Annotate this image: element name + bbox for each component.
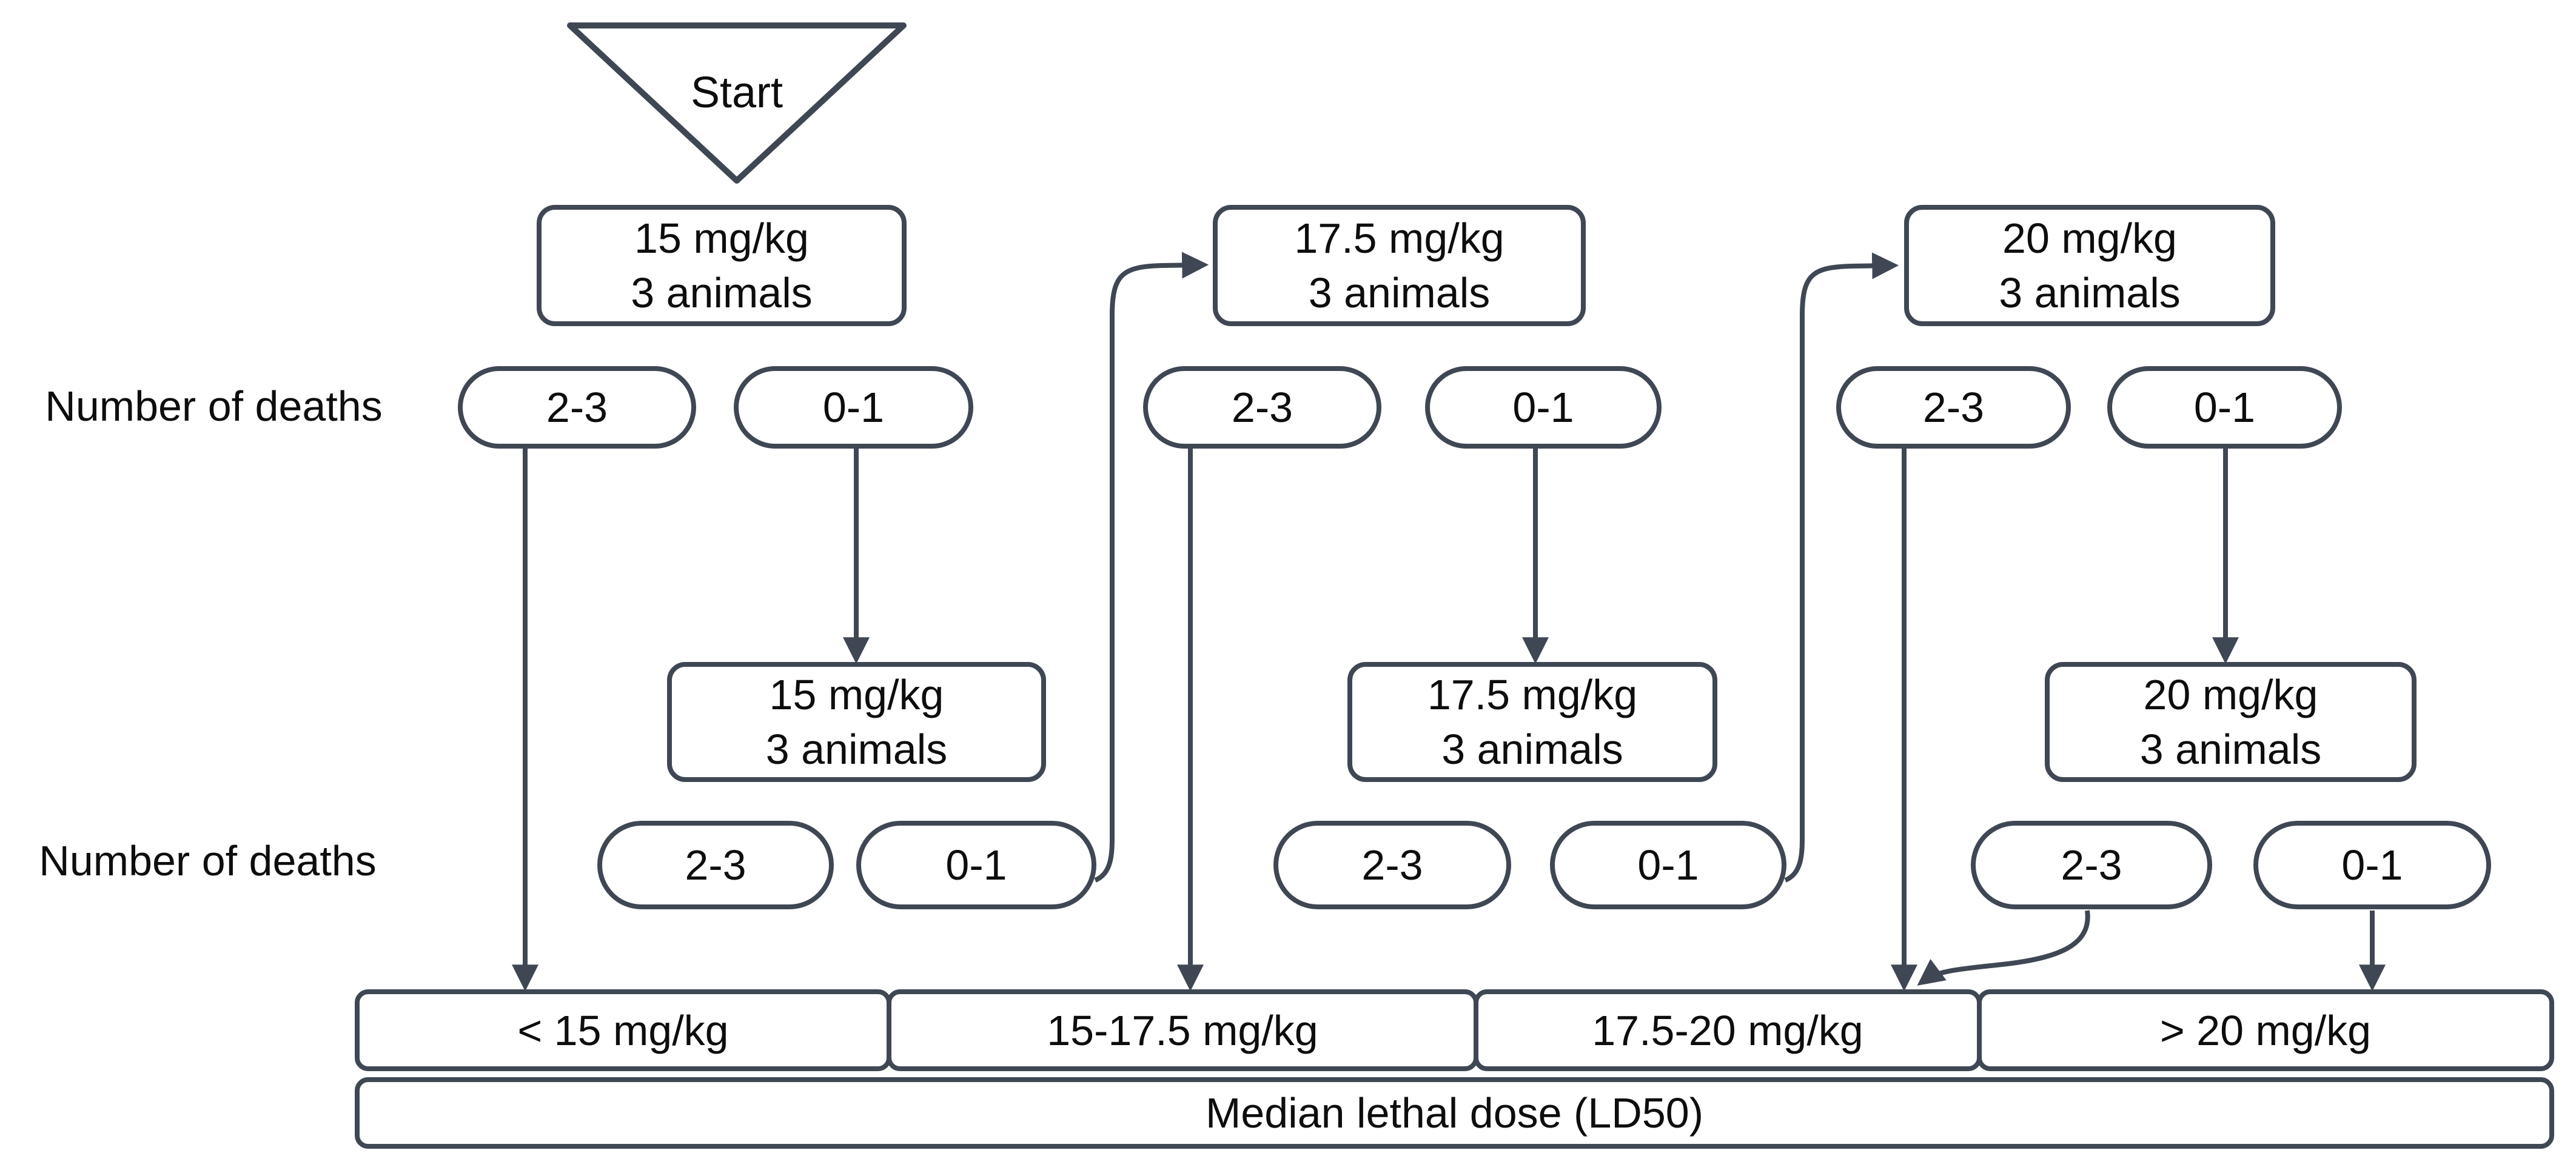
arrow-retest15-deaths01-to-initial175	[1094, 252, 1209, 883]
arrow-retest175-deaths01-to-initial20	[1784, 252, 1899, 883]
range-box-lt15: < 15 mg/kg	[355, 989, 891, 1071]
deaths-pill: 2-3	[1971, 821, 2212, 909]
start-label: Start	[690, 68, 783, 117]
dose-box-15-initial: 15 mg/kg 3 animals	[537, 205, 907, 326]
deaths-pill: 2-3	[458, 366, 696, 449]
subjects-text: 3 animals	[1999, 269, 2181, 316]
dose-text: 17.5 mg/kg	[1427, 671, 1638, 718]
deaths-pill: 0-1	[2107, 366, 2342, 449]
deaths-pill: 0-1	[734, 366, 973, 449]
row2-deaths-label: Number of deaths	[39, 837, 377, 884]
subjects-text: 3 animals	[765, 726, 948, 773]
dose-box-20-retest: 20 mg/kg 3 animals	[2045, 662, 2417, 782]
deaths-pill: 2-3	[1836, 366, 2071, 449]
start-triangle-icon	[567, 22, 907, 184]
subjects-text: 3 animals	[2139, 726, 2322, 773]
dose-text: 17.5 mg/kg	[1294, 215, 1504, 262]
deaths-pill: 2-3	[1273, 821, 1511, 909]
dose-box-15-retest: 15 mg/kg 3 animals	[667, 662, 1046, 782]
dose-text: 15 mg/kg	[634, 215, 809, 262]
range-box-gt20: > 20 mg/kg	[1977, 989, 2554, 1071]
dose-text: 20 mg/kg	[2002, 215, 2177, 262]
deaths-pill: 0-1	[2253, 821, 2491, 909]
dose-text: 15 mg/kg	[769, 671, 944, 718]
arrow-retest20-deaths23-to-range175-20	[1917, 910, 2090, 986]
deaths-pill: 2-3	[1143, 366, 1381, 449]
row1-deaths-label: Number of deaths	[45, 383, 383, 430]
deaths-pill: 0-1	[1425, 366, 1662, 449]
subjects-text: 3 animals	[1308, 269, 1491, 316]
deaths-pill: 2-3	[597, 821, 834, 909]
range-box-17-5-20: 17.5-20 mg/kg	[1474, 989, 1982, 1071]
ld50-bar: Median lethal dose (LD50)	[355, 1077, 2554, 1149]
dose-text: 20 mg/kg	[2143, 671, 2318, 718]
deaths-pill: 0-1	[856, 821, 1096, 909]
dose-box-17-5-initial: 17.5 mg/kg 3 animals	[1213, 205, 1586, 326]
dose-box-20-initial: 20 mg/kg 3 animals	[1904, 205, 2275, 326]
deaths-pill: 0-1	[1550, 821, 1786, 909]
dose-box-17-5-retest: 17.5 mg/kg 3 animals	[1347, 662, 1717, 782]
subjects-text: 3 animals	[631, 269, 813, 316]
subjects-text: 3 animals	[1441, 726, 1623, 773]
range-box-15-17-5: 15-17.5 mg/kg	[887, 989, 1478, 1071]
